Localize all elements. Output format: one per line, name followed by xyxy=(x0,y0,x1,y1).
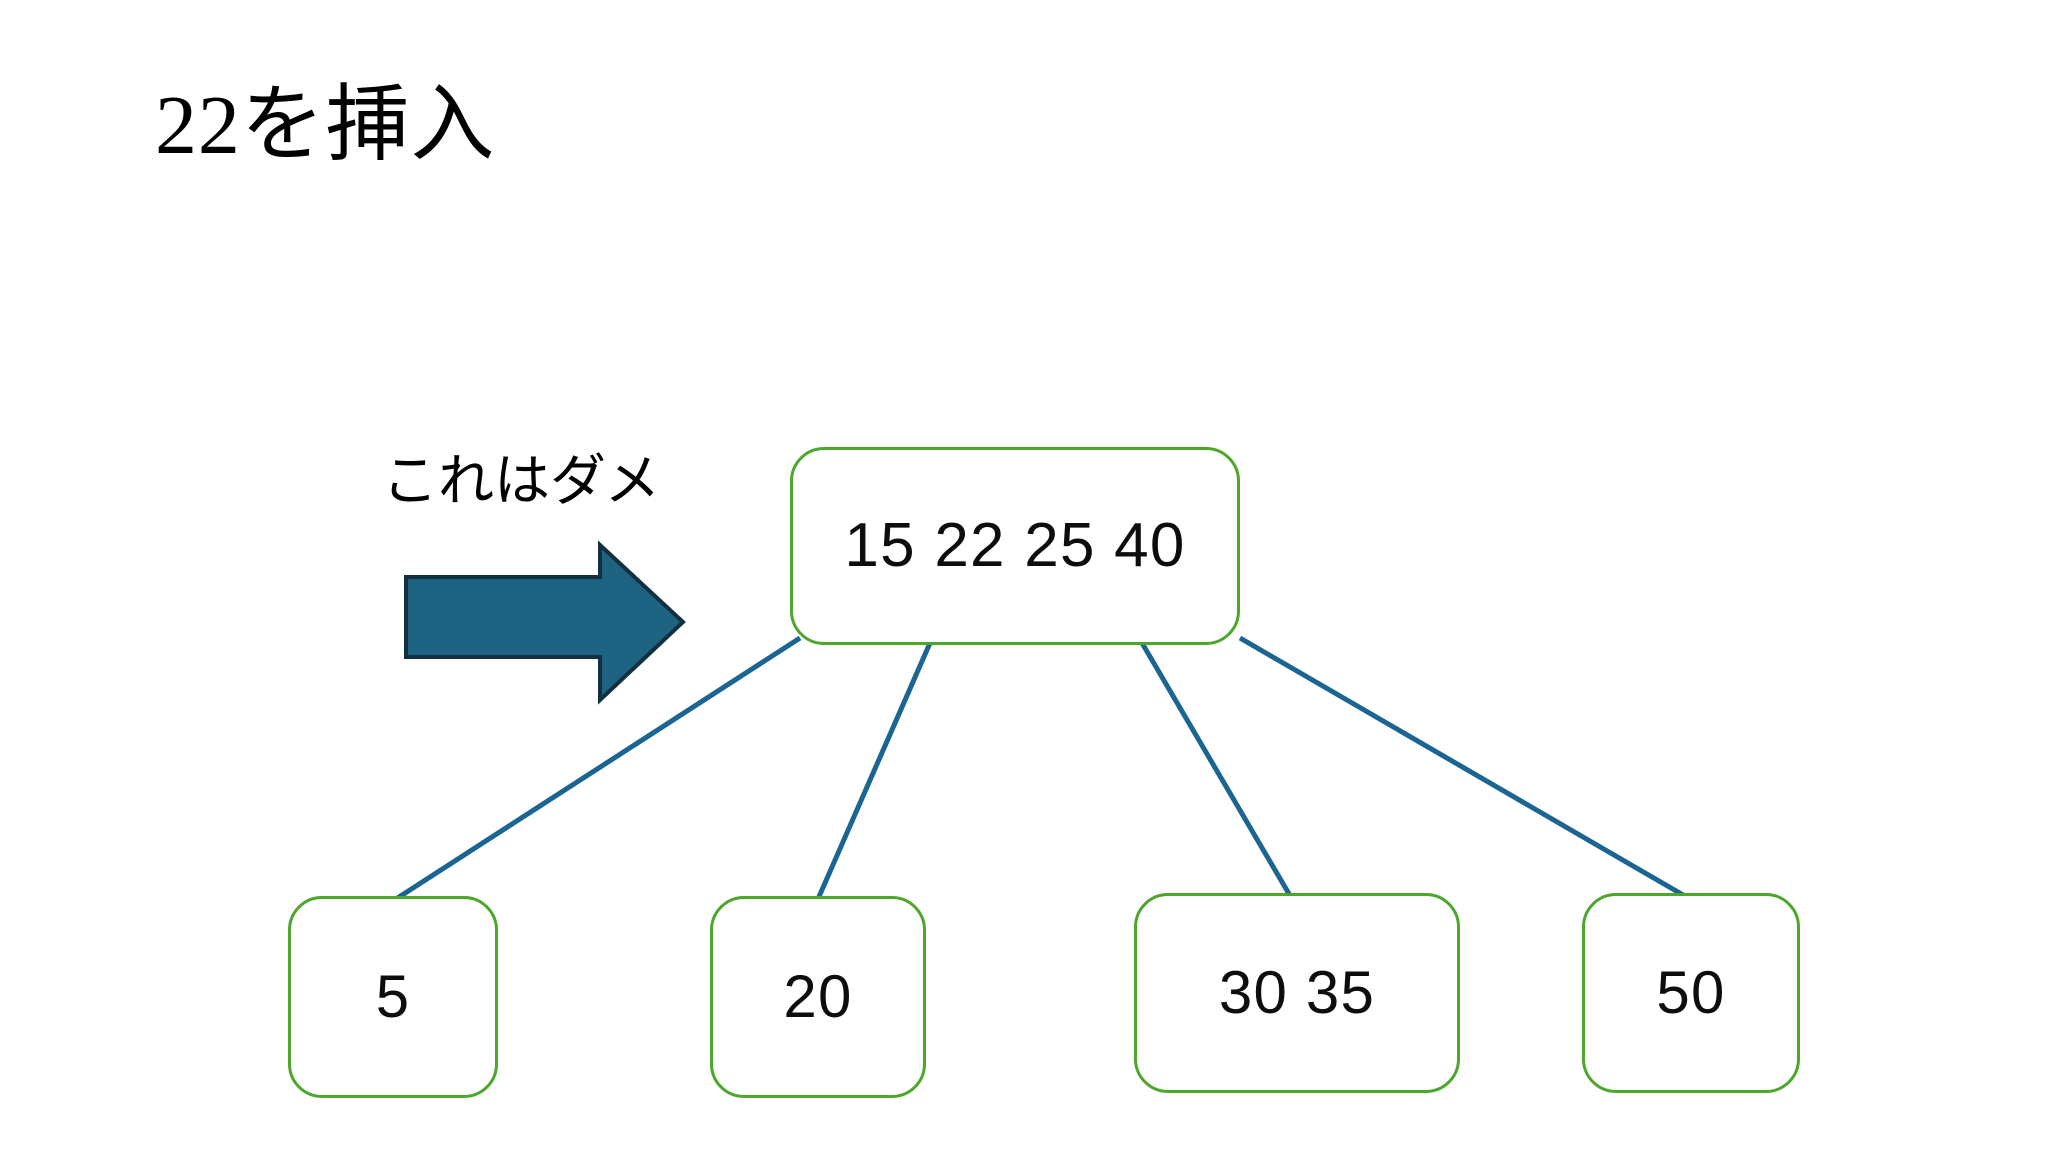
edge-root-leaf-2 xyxy=(1139,641,1295,901)
tree-node-root-keys: 15 22 25 40 xyxy=(844,511,1186,580)
annotation-label: これはダメ xyxy=(382,451,661,513)
edge-root-leaf-0 xyxy=(394,635,802,902)
tree-node-leaf-2[interactable]: 30 35 xyxy=(1134,893,1460,1093)
tree-node-leaf-1[interactable]: 20 xyxy=(710,896,926,1098)
page-title: 22を挿入 xyxy=(155,79,496,172)
tree-edges xyxy=(394,635,1692,902)
tree-node-leaf-1-keys: 20 xyxy=(783,963,853,1030)
tree-node-root[interactable]: 15 22 25 40 xyxy=(790,447,1240,645)
tree-node-leaf-3[interactable]: 50 xyxy=(1582,893,1800,1093)
tree-node-leaf-2-keys: 30 35 xyxy=(1218,959,1376,1026)
tree-node-leaf-0-keys: 5 xyxy=(375,963,411,1030)
tree-node-leaf-0[interactable]: 5 xyxy=(288,896,498,1098)
edge-root-leaf-3 xyxy=(1238,635,1692,902)
tree-node-leaf-3-keys: 50 xyxy=(1656,959,1726,1026)
block-arrow-right-icon xyxy=(404,540,686,705)
edge-root-leaf-1 xyxy=(815,641,933,901)
